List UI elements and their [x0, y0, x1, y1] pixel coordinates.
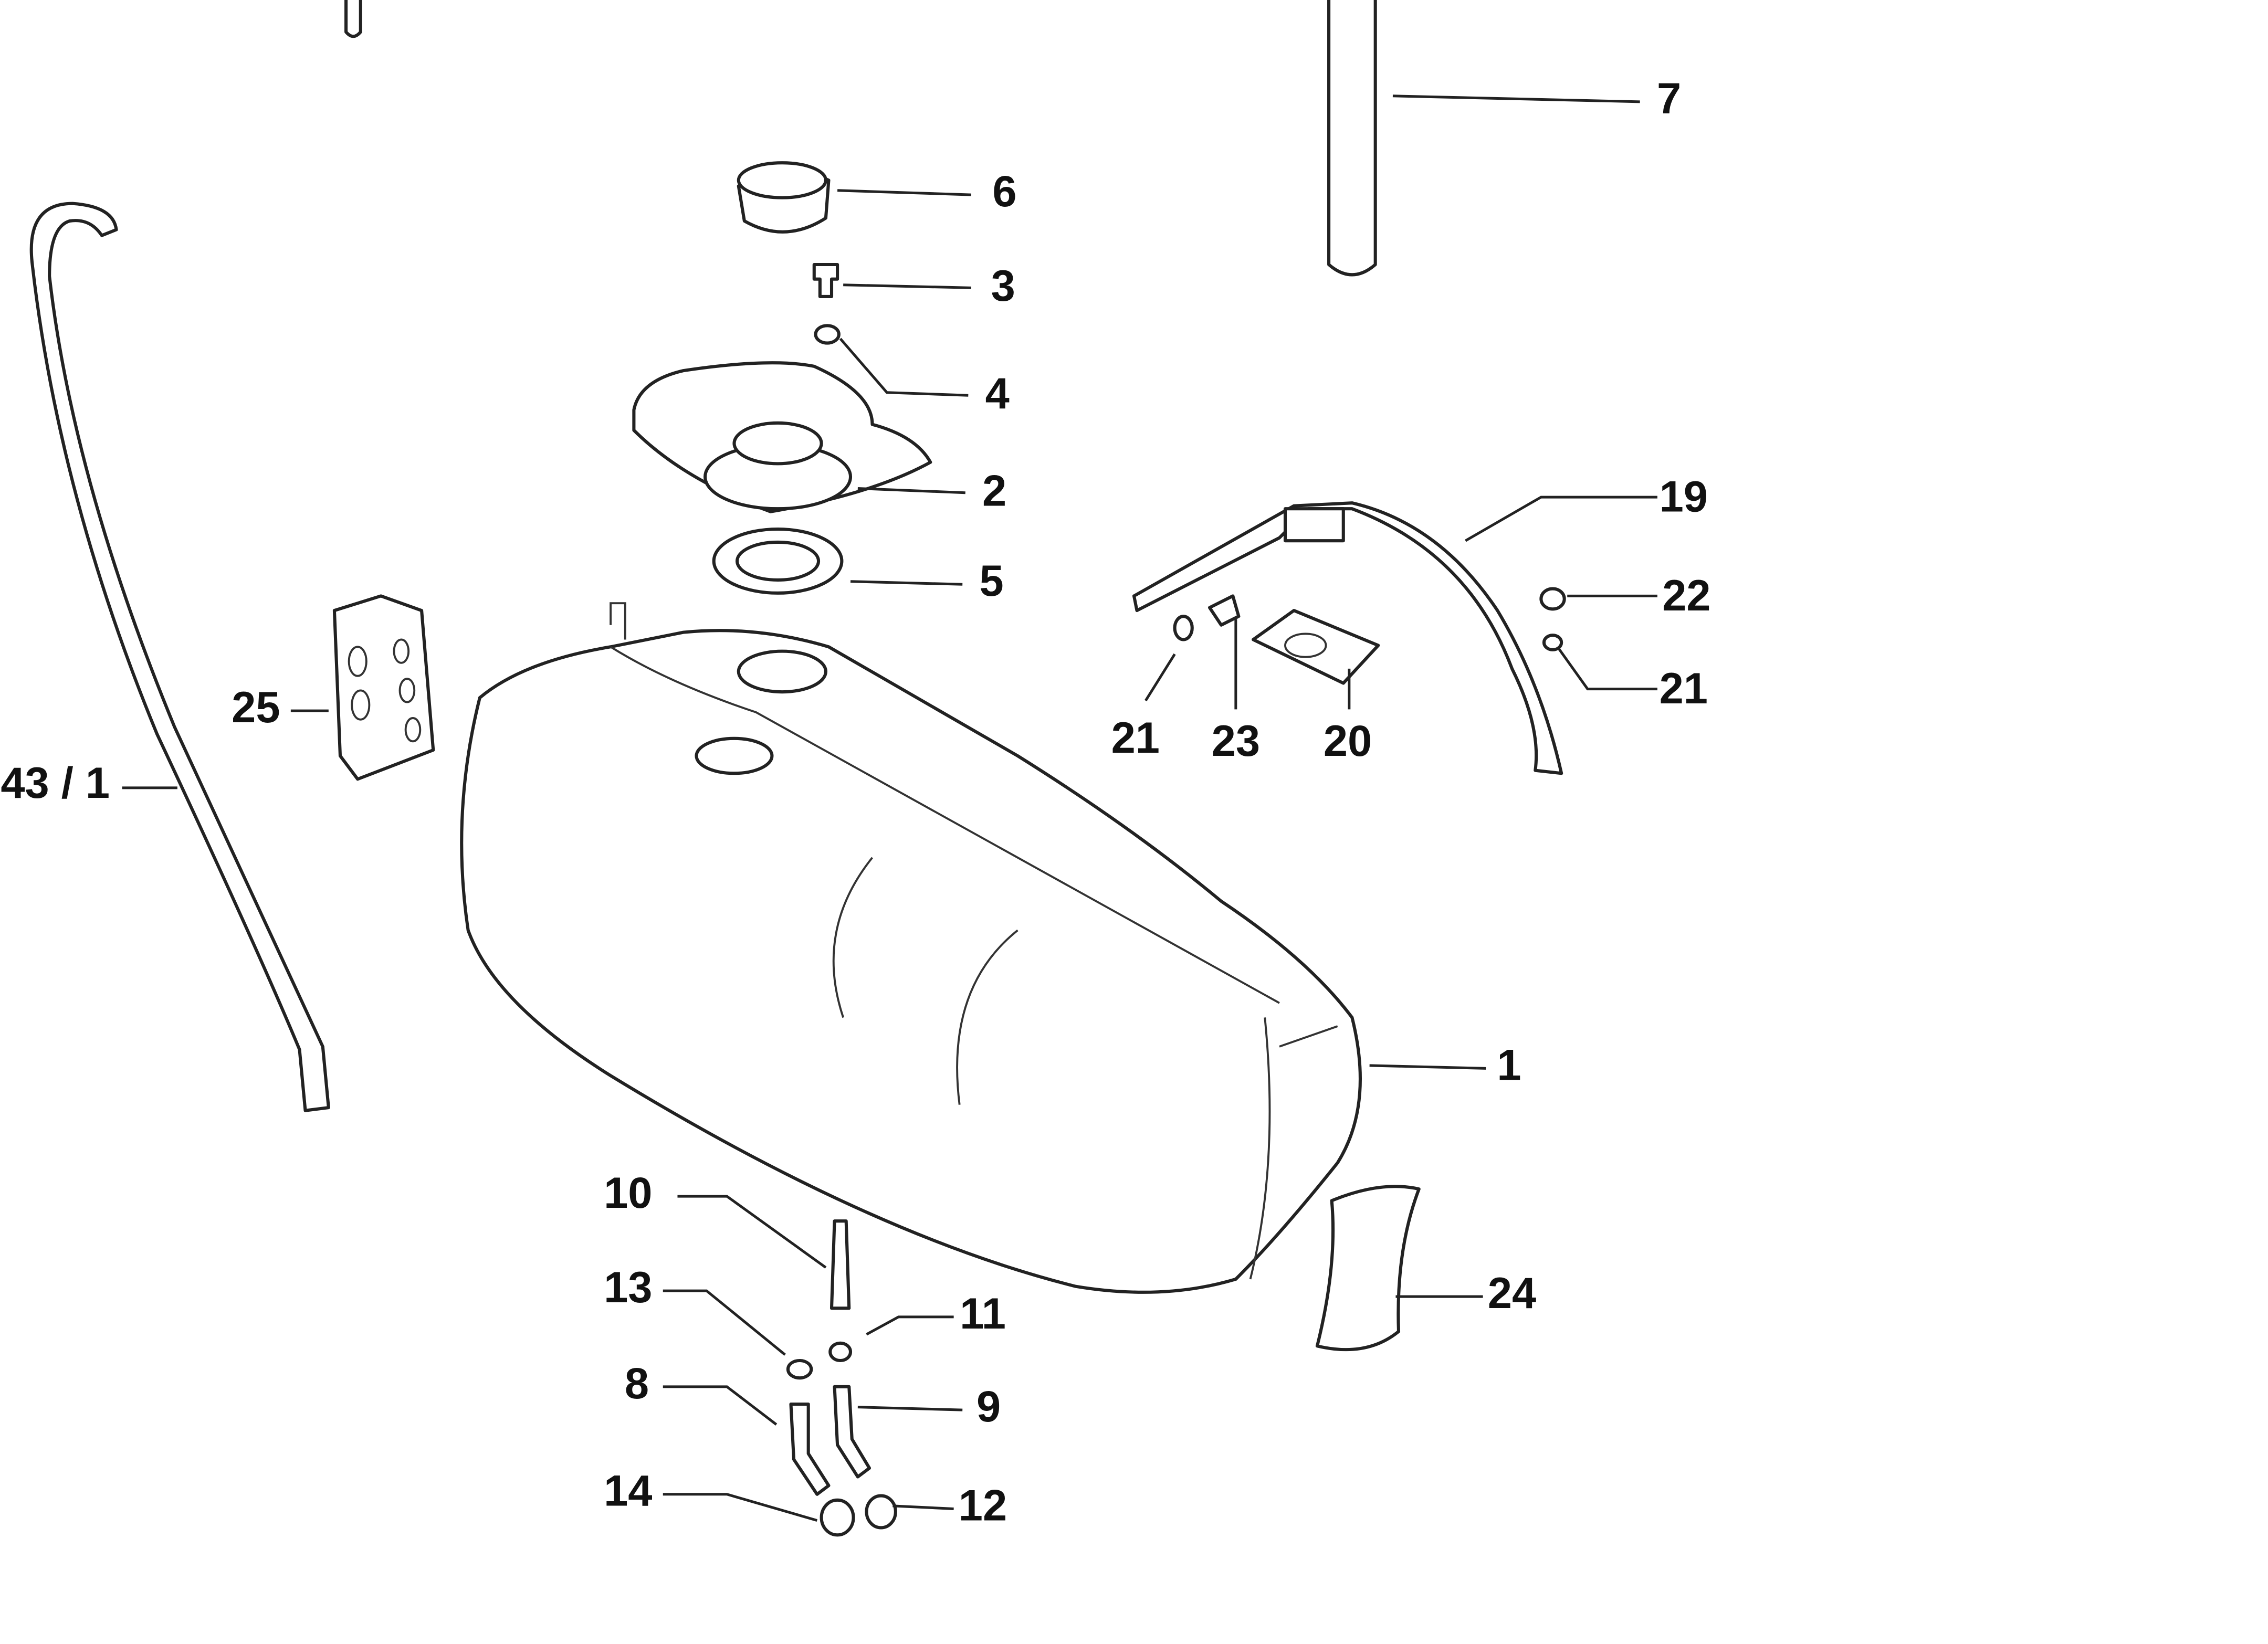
part-8-elbow	[789, 1403, 831, 1496]
part-13-washer	[786, 1358, 813, 1380]
callout-19: 19	[1660, 472, 1708, 521]
part-23-bolt	[1208, 594, 1241, 627]
part-14-nut	[820, 1498, 855, 1537]
callout-13: 13	[604, 1263, 652, 1312]
part-43-1-hose	[29, 202, 330, 1112]
callout-25: 25	[232, 683, 280, 732]
part-7-filler-tube	[1327, 0, 1377, 277]
callout-7: 7	[1657, 74, 1681, 123]
callout-11: 11	[960, 1289, 1006, 1338]
part-25-rubber-pad	[332, 594, 435, 781]
part-20-bracket	[1252, 609, 1380, 685]
callout-12: 12	[959, 1481, 1007, 1530]
callout-8: 8	[625, 1359, 649, 1408]
callout-43-1: 43 / 1	[1, 758, 110, 807]
part-6-filler-cap	[737, 161, 831, 234]
part-19-tank-strap	[1132, 501, 1563, 775]
callout-22: 22	[1662, 571, 1710, 620]
callout-24: 24	[1488, 1269, 1536, 1318]
part-2-filler-flange	[632, 361, 932, 513]
callout-20: 20	[1324, 716, 1372, 765]
callout-1: 1	[1497, 1040, 1521, 1089]
pipe-stub	[344, 0, 362, 38]
part-21-washer-left	[1173, 615, 1194, 641]
part-11-washer	[828, 1341, 853, 1363]
callout-4: 4	[985, 369, 1010, 418]
part-5-gasket	[712, 527, 844, 595]
callout-5: 5	[980, 556, 1004, 605]
callout-3: 3	[991, 261, 1015, 310]
callout-21-left: 21	[1111, 713, 1160, 762]
callout-23: 23	[1212, 716, 1260, 765]
part-10-screw	[830, 1219, 851, 1310]
callout-2: 2	[982, 466, 1006, 515]
part-9-elbow	[833, 1385, 872, 1479]
callout-10: 10	[604, 1168, 652, 1217]
callout-14: 14	[604, 1467, 652, 1515]
callout-21-right: 21	[1660, 664, 1708, 713]
part-4-nut	[814, 324, 841, 345]
part-12-nut	[865, 1494, 897, 1530]
part-22-nut	[1539, 587, 1566, 611]
part-1-fuel-tank	[460, 602, 1362, 1294]
callout-6: 6	[992, 167, 1016, 216]
part-24-sleeve	[1315, 1185, 1421, 1352]
callout-9: 9	[976, 1382, 1001, 1431]
part-3-bolt	[812, 262, 839, 298]
part-21-washer-right	[1542, 634, 1563, 651]
leader-lines	[122, 94, 1657, 1522]
